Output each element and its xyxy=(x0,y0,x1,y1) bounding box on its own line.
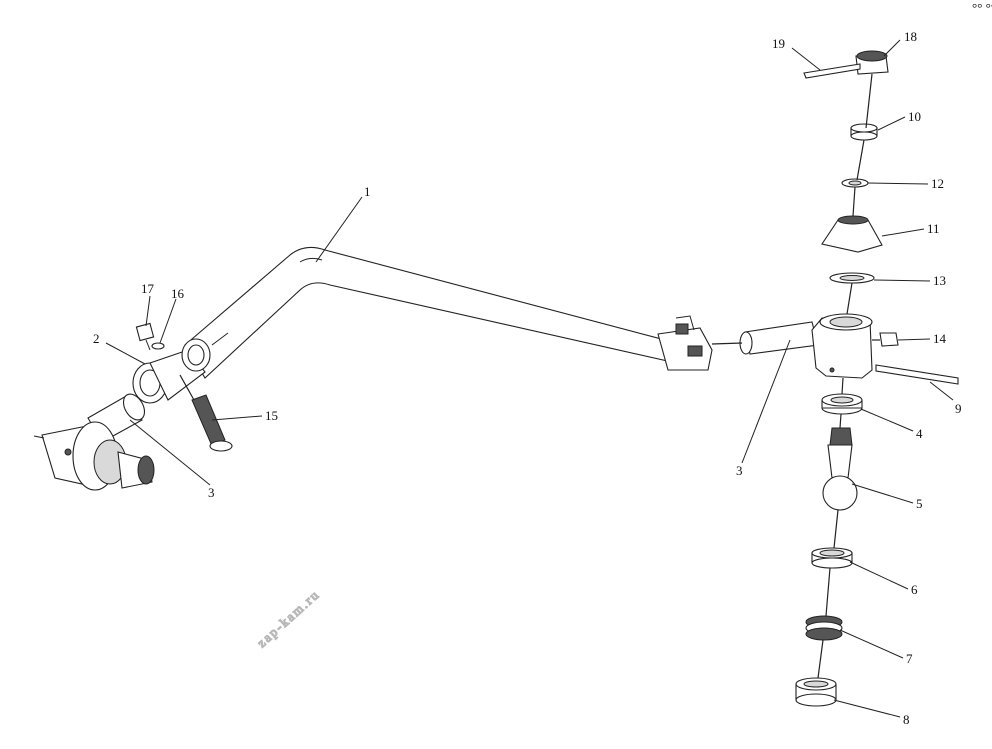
part-12-washer xyxy=(841,178,869,188)
callout-17: 17 xyxy=(141,281,155,296)
callout-12: 12 xyxy=(931,176,944,191)
callout-11: 11 xyxy=(927,221,940,236)
part-13-washer xyxy=(829,272,875,284)
rod-right-clamp xyxy=(657,315,713,371)
assembly-axis xyxy=(817,73,873,679)
part-4-ring xyxy=(821,393,863,415)
callout-16: 16 xyxy=(171,286,185,301)
part-3-sleeve-right xyxy=(711,321,819,355)
part-5-ball-pin xyxy=(822,427,858,511)
callout-3-left: 3 xyxy=(208,485,215,500)
callout-9: 9 xyxy=(955,401,962,416)
callout-8: 8 xyxy=(903,712,910,727)
part-2-clamp xyxy=(132,332,229,404)
callout-6: 6 xyxy=(911,582,918,597)
part-18-castle-nut xyxy=(855,50,889,75)
callout-1: 1 xyxy=(364,184,371,199)
callout-14: 14 xyxy=(933,331,947,346)
ball-joint-end xyxy=(33,421,155,491)
callout-13: 13 xyxy=(933,273,946,288)
part-6-ring xyxy=(811,547,853,569)
part-16-washer xyxy=(151,342,165,350)
part-1-bent-rod xyxy=(184,246,673,379)
callout-19: 19 xyxy=(772,36,785,51)
part-10-ring xyxy=(850,123,878,141)
part-11-boot xyxy=(821,215,883,253)
part-8-plug xyxy=(795,677,837,707)
callout-7: 7 xyxy=(906,651,913,666)
watermark: zap-kam.ru xyxy=(254,586,323,650)
callout-2: 2 xyxy=(93,331,100,346)
part-9-cotter-pin xyxy=(875,364,959,385)
part-7-spring xyxy=(805,615,843,641)
callout-3-right: 3 xyxy=(736,463,743,478)
part-14-grease-fitting xyxy=(872,332,899,347)
callouts: 1 2 3 3 4 5 6 7 8 9 10 11 12 13 14 15 16… xyxy=(93,29,962,727)
part-19-pin xyxy=(803,63,861,79)
corner-mark: °° °°° xyxy=(972,0,992,15)
joint-housing xyxy=(811,313,873,379)
callout-18: 18 xyxy=(904,29,917,44)
callout-4: 4 xyxy=(916,426,923,441)
part-17-nut xyxy=(135,322,155,351)
leader-lines xyxy=(105,39,954,718)
callout-5: 5 xyxy=(916,496,923,511)
callout-15: 15 xyxy=(265,408,278,423)
part-15-bolt xyxy=(179,374,233,452)
callout-10: 10 xyxy=(908,109,921,124)
